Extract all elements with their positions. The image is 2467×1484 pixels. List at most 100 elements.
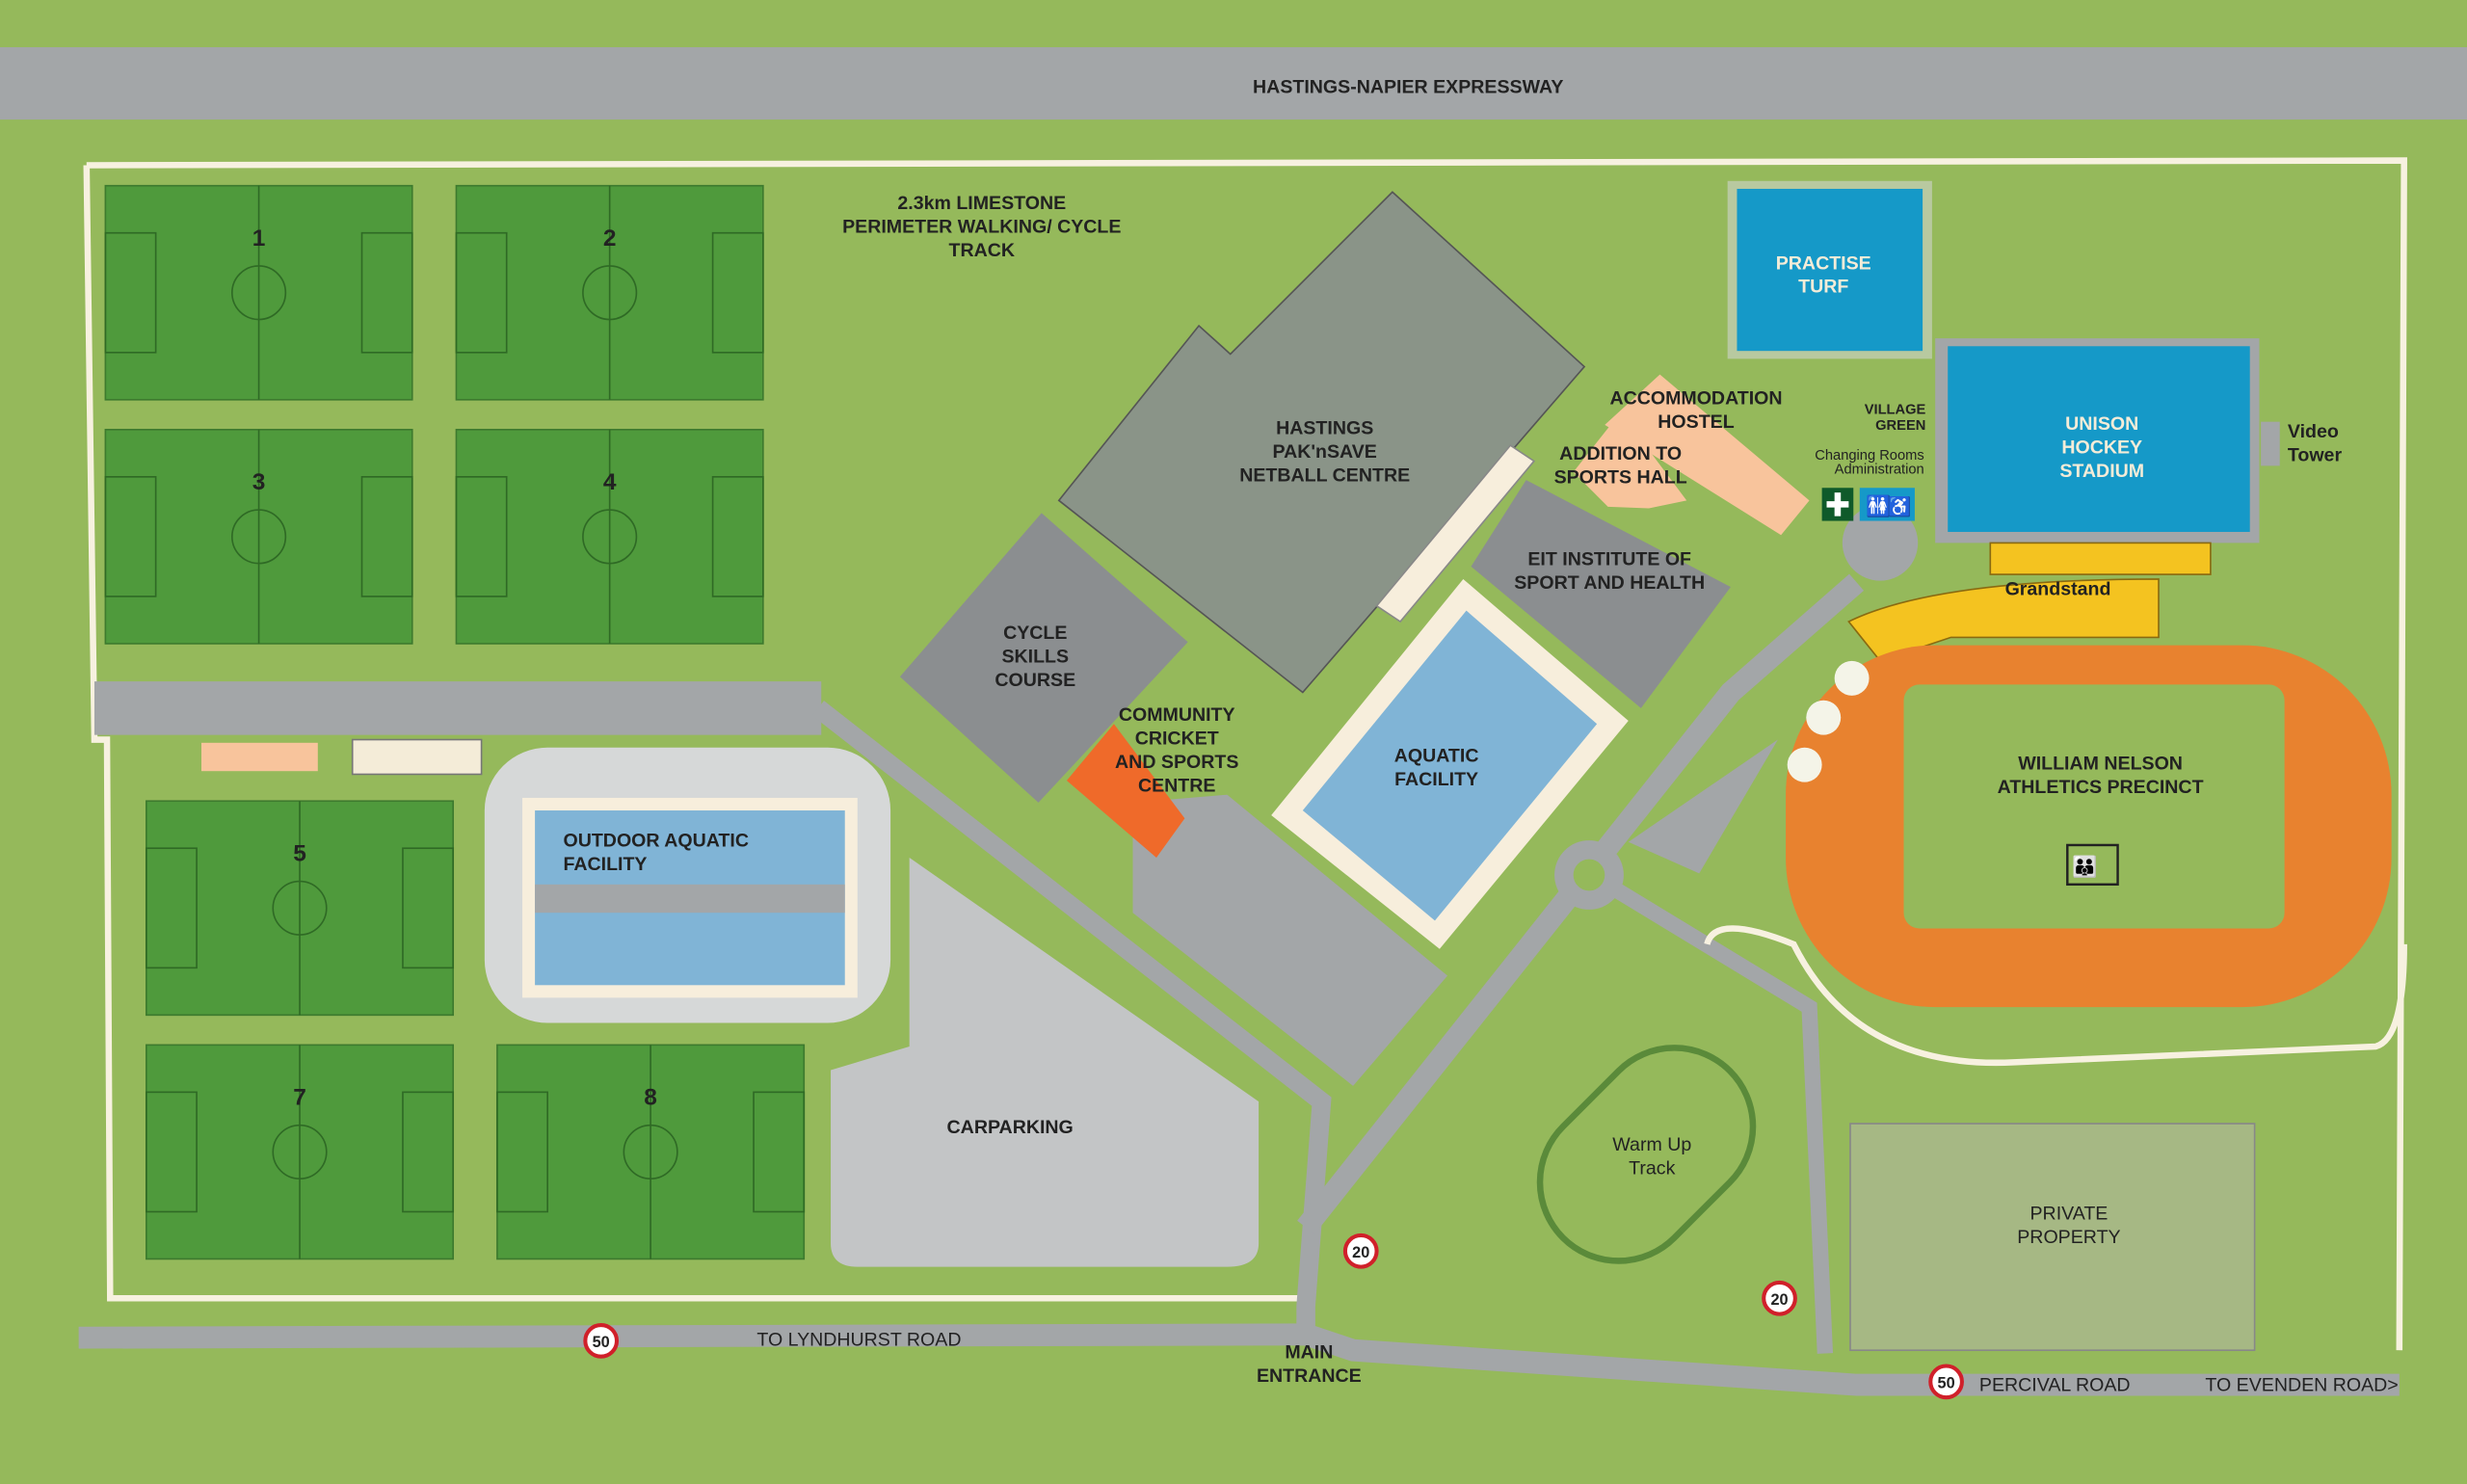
football-fields: 1 2 3 4 5 7 8 xyxy=(104,184,806,1260)
svg-text:PERIMETER WALKING/ CYCLE: PERIMETER WALKING/ CYCLE xyxy=(842,217,1121,238)
svg-text:👪: 👪 xyxy=(2072,854,2097,878)
netball-label-3: NETBALL CENTRE xyxy=(1239,465,1410,487)
outdoor-aquatic-label-2: FACILITY xyxy=(563,854,647,875)
field-number: 4 xyxy=(603,469,617,495)
lyndhurst-percival-road xyxy=(78,1323,2400,1396)
speed-limit-sign: 50 xyxy=(583,1323,620,1359)
cycle-label: CYCLE xyxy=(1003,623,1067,644)
video-tower xyxy=(2261,421,2280,466)
village-green-label: VILLAGE xyxy=(1865,403,1926,418)
cricket-label-4: CENTRE xyxy=(1138,775,1215,796)
hockey-label-2: HOCKEY xyxy=(2061,437,2142,458)
grandstand-label: Grandstand xyxy=(2005,578,2111,599)
video-tower-label: Video xyxy=(2288,421,2339,442)
field-number: 3 xyxy=(252,469,266,495)
private-label-2: PROPERTY xyxy=(2017,1227,2120,1248)
pool-divider xyxy=(535,884,845,914)
speed-limit-sign: 20 xyxy=(1342,1232,1379,1269)
expressway-road xyxy=(0,46,2467,120)
practise-turf[interactable] xyxy=(1737,188,1923,352)
warmup-label: Warm Up xyxy=(1612,1134,1691,1155)
athletics-path xyxy=(1704,925,2407,1067)
carparking-area[interactable] xyxy=(831,858,1260,1267)
aquatic-label-2: FACILITY xyxy=(1394,769,1478,790)
video-tower-label-2: Tower xyxy=(2288,444,2343,465)
toilets-icon: 🚻 xyxy=(1859,488,1915,521)
cycle-skills-course xyxy=(899,513,1188,803)
athletics-label: WILLIAM NELSON xyxy=(2018,754,2183,775)
addition-label: ADDITION TO xyxy=(1559,443,1682,464)
carpark-bays xyxy=(1132,794,1448,1086)
field-number: 1 xyxy=(252,225,266,252)
expressway-label: HASTINGS-NAPIER EXPRESSWAY xyxy=(1253,76,1563,97)
carparking-label: CARPARKING xyxy=(947,1117,1074,1138)
svg-text:20: 20 xyxy=(1352,1244,1369,1261)
private-label: PRIVATE xyxy=(2030,1204,2109,1225)
football-field-4[interactable]: 4 xyxy=(455,429,764,645)
field-number: 7 xyxy=(293,1084,306,1110)
aquatic-label: AQUATIC xyxy=(1394,745,1479,766)
roundabout-centre xyxy=(1573,859,1605,891)
hockey-label: UNISON xyxy=(2065,413,2138,435)
east-road xyxy=(1584,866,1834,1354)
east-carpark xyxy=(1628,739,1778,874)
cycle-label-3: COURSE xyxy=(995,670,1075,691)
percival-label: PERCIVAL ROAD xyxy=(1979,1375,2131,1396)
field-number: 5 xyxy=(293,840,306,866)
svg-text:🚻: 🚻 xyxy=(1866,493,1891,517)
turf-label: PRACTISE xyxy=(1776,252,1871,274)
private-property xyxy=(1849,1123,2256,1352)
grandstand xyxy=(1847,578,2160,662)
football-field-8[interactable]: 8 xyxy=(496,1044,806,1260)
cycle-label-2: SKILLS xyxy=(1001,647,1069,668)
cricket-label-2: CRICKET xyxy=(1135,728,1219,749)
accessible-icon: ♿ xyxy=(1888,495,1911,517)
trees xyxy=(1787,660,1870,782)
pavilion xyxy=(200,742,318,772)
administration-label: Administration xyxy=(1835,463,1924,478)
walkway xyxy=(1375,444,1536,623)
plaza xyxy=(1842,505,1919,581)
turf-label-2: TURF xyxy=(1798,277,1848,298)
lyndhurst-label: TO LYNDHURST ROAD xyxy=(756,1329,961,1350)
netball-label: HASTINGS xyxy=(1276,418,1373,439)
football-field-7[interactable]: 7 xyxy=(146,1044,455,1260)
sports-hall-addition xyxy=(1573,411,1687,509)
village-green-label-2: GREEN xyxy=(1875,418,1925,434)
svg-text:TRACK: TRACK xyxy=(949,240,1016,261)
football-field-3[interactable]: 3 xyxy=(104,429,413,645)
first-aid-icon xyxy=(1821,488,1854,521)
cricket-centre xyxy=(1066,724,1185,859)
football-field-1[interactable]: 1 xyxy=(104,184,413,401)
eit-label-2: SPORT AND HEALTH xyxy=(1514,572,1705,594)
svg-text:50: 50 xyxy=(1938,1374,1955,1391)
perimeter-track-label: 2.3km LIMESTONE PERIMETER WALKING/ CYCLE… xyxy=(842,193,1121,261)
athletics-infield xyxy=(1903,684,2285,929)
hostel-label-2: HOSTEL xyxy=(1658,411,1734,433)
football-field-2[interactable]: 2 xyxy=(455,184,764,401)
eit-label: EIT INSTITUTE OF xyxy=(1527,548,1691,570)
football-field-5[interactable]: 5 xyxy=(146,800,455,1017)
eit-building xyxy=(1471,480,1731,708)
netball-courts xyxy=(1057,191,1586,694)
evenden-label: TO EVENDEN ROAD> xyxy=(2205,1375,2398,1396)
hockey-label-3: STADIUM xyxy=(2059,461,2144,482)
hockey-pitch[interactable] xyxy=(1948,346,2250,532)
outdoor-aquatic-label: OUTDOOR AQUATIC xyxy=(563,831,748,852)
addition-label-2: SPORTS HALL xyxy=(1554,466,1687,488)
main-entrance-label: MAIN xyxy=(1285,1341,1333,1363)
svg-text:50: 50 xyxy=(593,1334,610,1351)
warmup-label-2: Track xyxy=(1629,1157,1675,1179)
parking-strip xyxy=(93,681,822,735)
athletics-label-2: ATHLETICS PRECINCT xyxy=(1998,777,2204,798)
field-number: 2 xyxy=(603,225,617,252)
hostel-label: ACCOMMODATION xyxy=(1609,388,1782,410)
warm-up-track[interactable] xyxy=(1507,1016,1786,1294)
spectators-icon: 👪 xyxy=(2066,843,2119,887)
svg-text:20: 20 xyxy=(1770,1291,1788,1309)
svg-text:2.3km LIMESTONE: 2.3km LIMESTONE xyxy=(897,193,1066,214)
netball-label-2: PAK'nSAVE xyxy=(1273,441,1377,463)
speed-limit-sign: 50 xyxy=(1928,1364,1964,1400)
changing-rooms-label: Changing Rooms xyxy=(1815,448,1923,464)
aquatic-pool xyxy=(1302,610,1598,921)
